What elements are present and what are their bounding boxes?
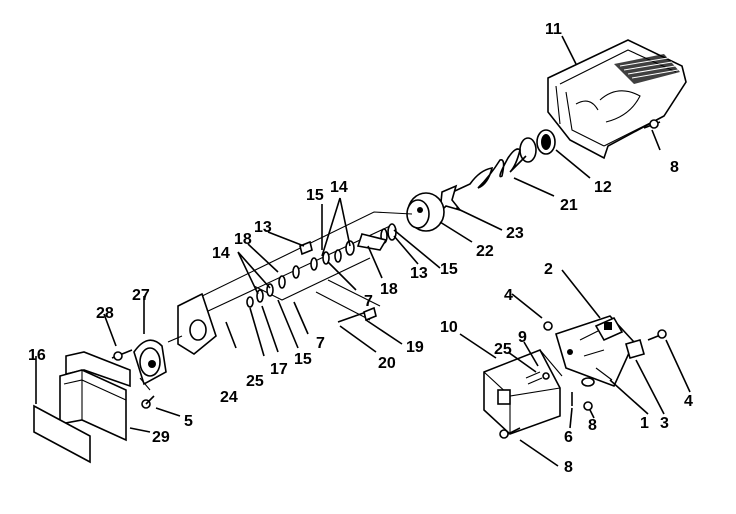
callout-7-lower: 7: [316, 335, 325, 352]
plate-part-24: [167, 292, 217, 355]
callout-25-left: 25: [246, 373, 264, 390]
control-box-part-10: [483, 348, 563, 435]
screw-part-8-bottom: [499, 427, 521, 439]
callout-13-left: 13: [254, 219, 272, 236]
callout-25-right: 25: [494, 341, 512, 358]
control-plate-part-1: [555, 315, 635, 388]
screw-part-4-left: [543, 321, 553, 331]
callout-16: 16: [28, 347, 46, 364]
callout-8-bottom: 8: [564, 459, 573, 476]
callout-23: 23: [506, 225, 524, 242]
callout-3: 3: [660, 415, 669, 432]
drum-part-22: [406, 192, 445, 232]
callout-9: 9: [518, 329, 527, 346]
callout-8-bucket: 8: [670, 159, 679, 176]
callout-18-left: 18: [234, 231, 252, 248]
screw-part-8-top: [643, 119, 661, 129]
callout-20: 20: [378, 355, 396, 372]
callout-29: 29: [152, 429, 170, 446]
callout-13-right: 13: [410, 265, 428, 282]
callout-27: 27: [132, 287, 150, 304]
auger-spring-part-21: [443, 148, 527, 197]
callout-15-right: 15: [440, 261, 458, 278]
callout-7-upper: 7: [364, 293, 373, 310]
callout-5: 5: [184, 413, 193, 430]
screw-part-8-mid: [583, 401, 593, 411]
callout-22: 22: [476, 243, 494, 260]
gear-part-12: [519, 129, 556, 163]
shaft-small-parts: [246, 223, 397, 308]
screw-part-4-right: [647, 329, 667, 341]
motor-bracket-part-27: [133, 339, 167, 391]
callout-19: 19: [406, 339, 424, 356]
callout-14-left: 14: [212, 245, 230, 262]
shaft-assembly: [193, 211, 413, 321]
callout-15-top: 15: [306, 187, 324, 204]
callout-24: 24: [220, 389, 238, 406]
rod-part-19-20: [337, 306, 377, 323]
switch-part-2: [594, 316, 624, 342]
label-part-16: [33, 404, 91, 464]
callout-labels: 11 8 12 21 23 22 15 14 13 13 15 18 14 18…: [28, 21, 693, 476]
callout-15-lower: 15: [294, 351, 312, 368]
leader-lines: [35, 35, 691, 467]
callout-21: 21: [560, 197, 578, 214]
callout-8-mid: 8: [588, 417, 597, 434]
callout-6: 6: [564, 429, 573, 446]
callout-10: 10: [440, 319, 458, 336]
spring-part-9-25: [525, 371, 550, 385]
callout-4-right: 4: [684, 393, 693, 410]
callout-28: 28: [96, 305, 114, 322]
callout-11: 11: [545, 21, 562, 38]
callout-14-top: 14: [330, 179, 348, 196]
callout-2: 2: [544, 261, 553, 278]
ice-bucket-part-11: [547, 39, 687, 160]
screw-part-28: [111, 349, 133, 361]
callout-4-left: 4: [504, 287, 513, 304]
callout-18-right: 18: [380, 281, 398, 298]
screw-part-5: [141, 395, 155, 409]
callout-12: 12: [594, 179, 612, 196]
knob-part-3: [625, 339, 645, 359]
callout-1: 1: [640, 415, 649, 432]
callout-17: 17: [270, 361, 288, 378]
